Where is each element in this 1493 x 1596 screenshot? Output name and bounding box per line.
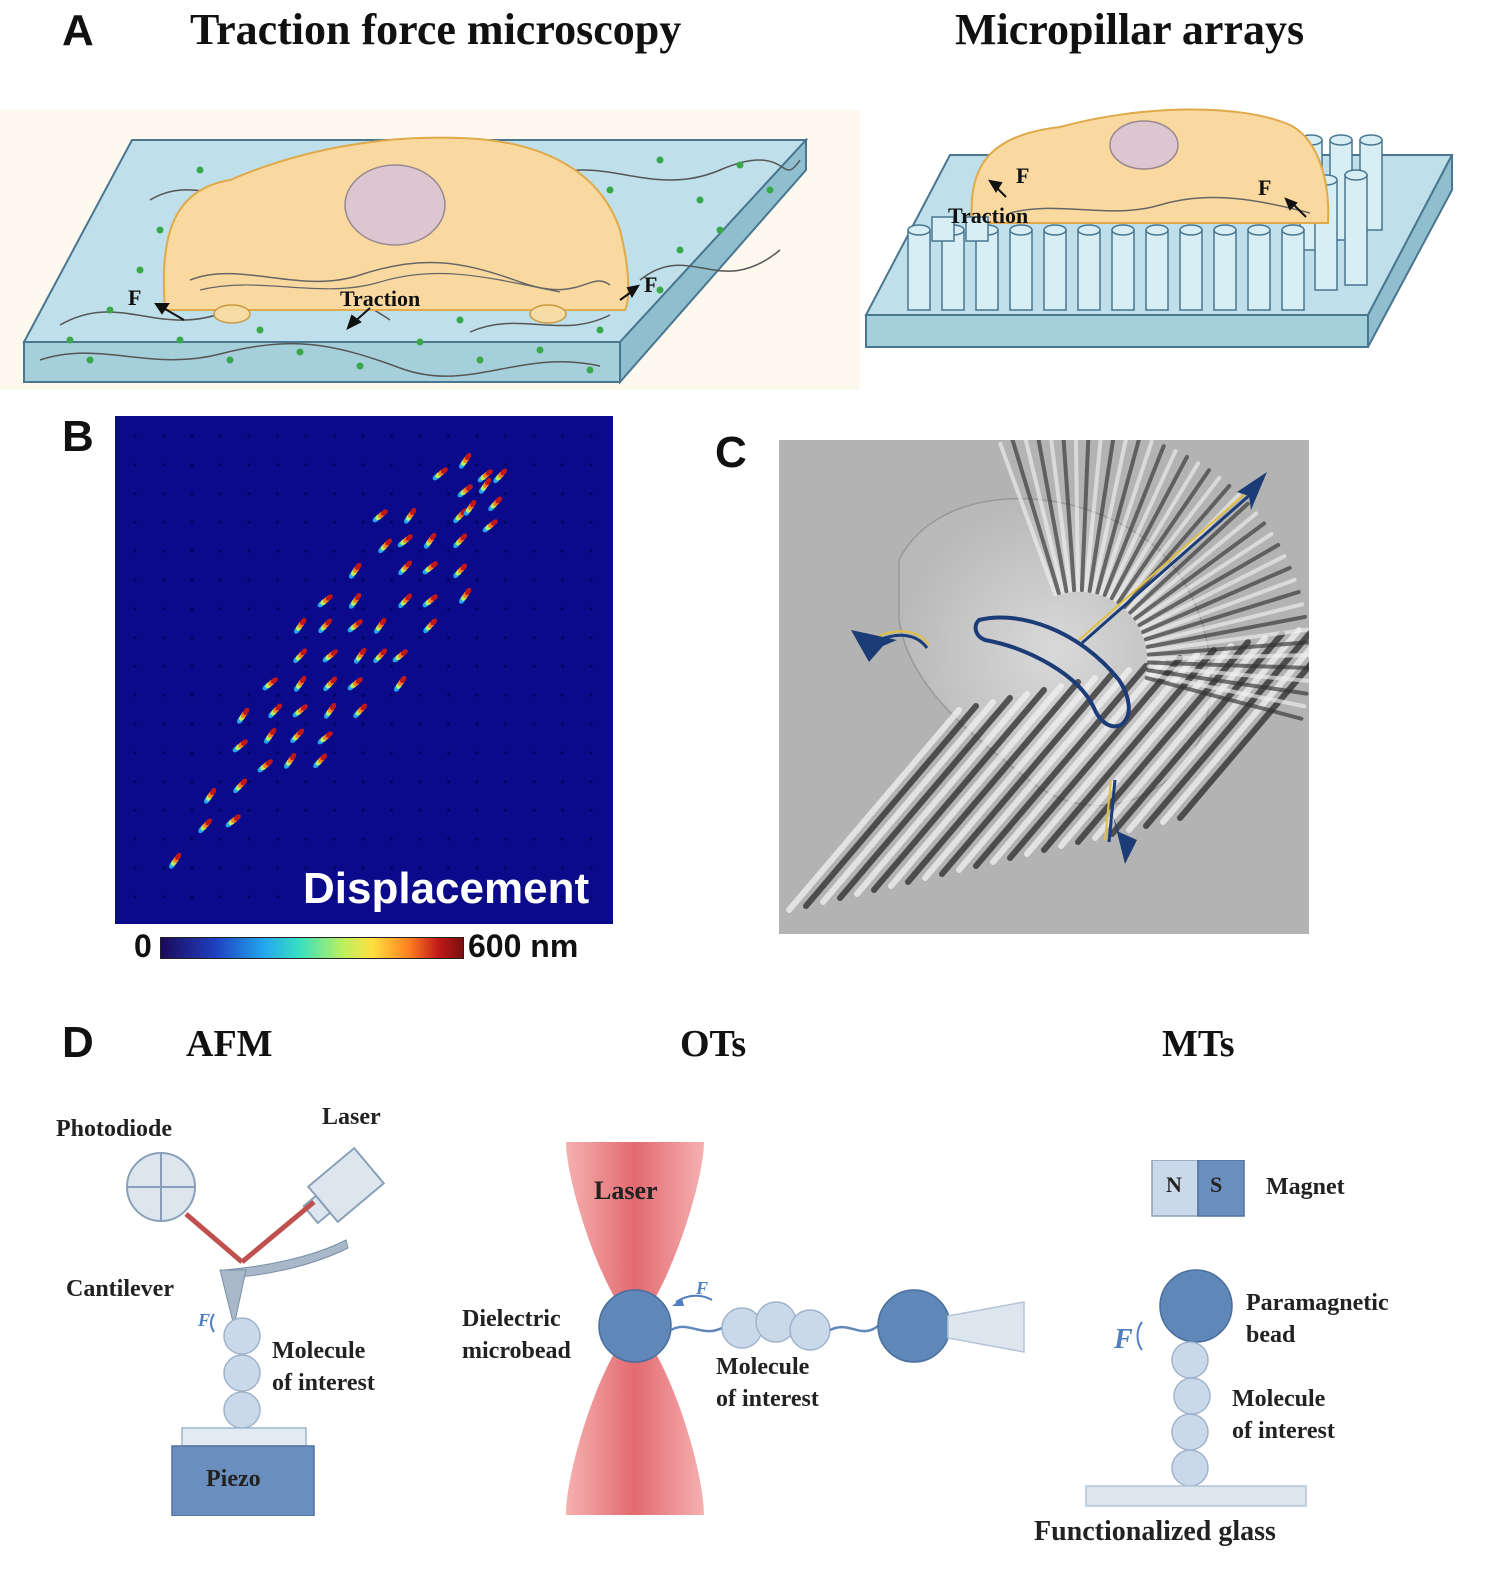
dielectric-microbead xyxy=(598,1289,672,1363)
panel-letter-d: D xyxy=(62,1018,94,1067)
pillars-front xyxy=(907,216,1305,311)
afm-force: F xyxy=(197,1310,210,1330)
ots-molecule-label: Molecule xyxy=(716,1354,810,1380)
wrinkles xyxy=(786,440,1309,913)
tfm-diagram: F F Traction xyxy=(0,110,860,390)
mts-title: MTs xyxy=(1162,1023,1235,1065)
colorbar-max: 600 nm xyxy=(468,928,579,964)
ots-diagram: F xyxy=(566,1142,1025,1515)
ots-laser-label: Laser xyxy=(594,1176,658,1205)
afm-diagram: F xyxy=(126,1146,386,1516)
mts-force: F xyxy=(1113,1324,1133,1355)
tfm-force-left: F xyxy=(128,285,141,310)
ots-bead-label-2: microbead xyxy=(462,1338,571,1364)
mts-s-label: S xyxy=(1210,1172,1223,1197)
ots-bead-label: Dielectric xyxy=(462,1306,561,1332)
ots-force: F xyxy=(695,1278,708,1298)
afm-title: AFM xyxy=(186,1023,273,1065)
afm-cantilever-label: Cantilever xyxy=(66,1276,174,1302)
panel-letter-a: A xyxy=(62,6,94,55)
tfm-traction-label: Traction xyxy=(340,286,420,311)
micropipette xyxy=(947,1301,1025,1353)
colorbar-min: 0 xyxy=(134,928,152,964)
micropillar-diagram: F F Traction xyxy=(864,108,1454,348)
nucleus xyxy=(344,164,446,246)
ots-molecule-label-2: of interest xyxy=(716,1386,819,1412)
panel-letter-b: B xyxy=(62,412,94,461)
cantilever xyxy=(223,1239,349,1279)
mts-magnet-label: Magnet xyxy=(1266,1174,1345,1200)
colorbar xyxy=(160,937,464,959)
displacement-streaks xyxy=(169,452,508,869)
afm-molecule-label: Molecule xyxy=(272,1338,366,1364)
tfm-force-right: F xyxy=(644,272,657,297)
micropillar-force-left: F xyxy=(1016,163,1029,188)
wrinkle-micrograph xyxy=(779,440,1309,934)
ots-title: OTs xyxy=(680,1023,747,1065)
displacement-label: Displacement xyxy=(303,864,590,913)
functionalized-glass xyxy=(1085,1485,1307,1507)
magnet-s xyxy=(1197,1160,1245,1217)
mts-n-label: N xyxy=(1166,1172,1182,1197)
paramagnetic-bead xyxy=(1159,1269,1233,1343)
micropillar-force-right: F xyxy=(1258,175,1271,200)
mts-glass-label: Functionalized glass xyxy=(1034,1516,1276,1547)
afm-photodiode-label: Photodiode xyxy=(56,1116,173,1142)
afm-molecule-label-2: of interest xyxy=(272,1370,375,1396)
piezo-block xyxy=(171,1445,315,1516)
mts-molecule-label: Molecule xyxy=(1232,1386,1326,1412)
mts-bead-label-2: bead xyxy=(1246,1322,1296,1348)
micropillar-title: Micropillar arrays xyxy=(955,5,1305,54)
displacement-map xyxy=(115,416,613,924)
grid-dots xyxy=(133,434,593,899)
panel-letter-c: C xyxy=(715,428,747,477)
afm-laser-icon xyxy=(302,1146,386,1225)
tfm-title: Traction force microscopy xyxy=(190,5,682,54)
mts-diagram: F xyxy=(1085,1160,1307,1507)
micropillar-traction-label: Traction xyxy=(948,203,1028,228)
afm-piezo-label: Piezo xyxy=(206,1466,261,1492)
mts-molecule-label-2: of interest xyxy=(1232,1418,1335,1444)
afm-laser-label: Laser xyxy=(322,1104,381,1130)
mts-bead-label: Paramagnetic xyxy=(1246,1290,1389,1316)
magnet-n xyxy=(1151,1160,1199,1217)
